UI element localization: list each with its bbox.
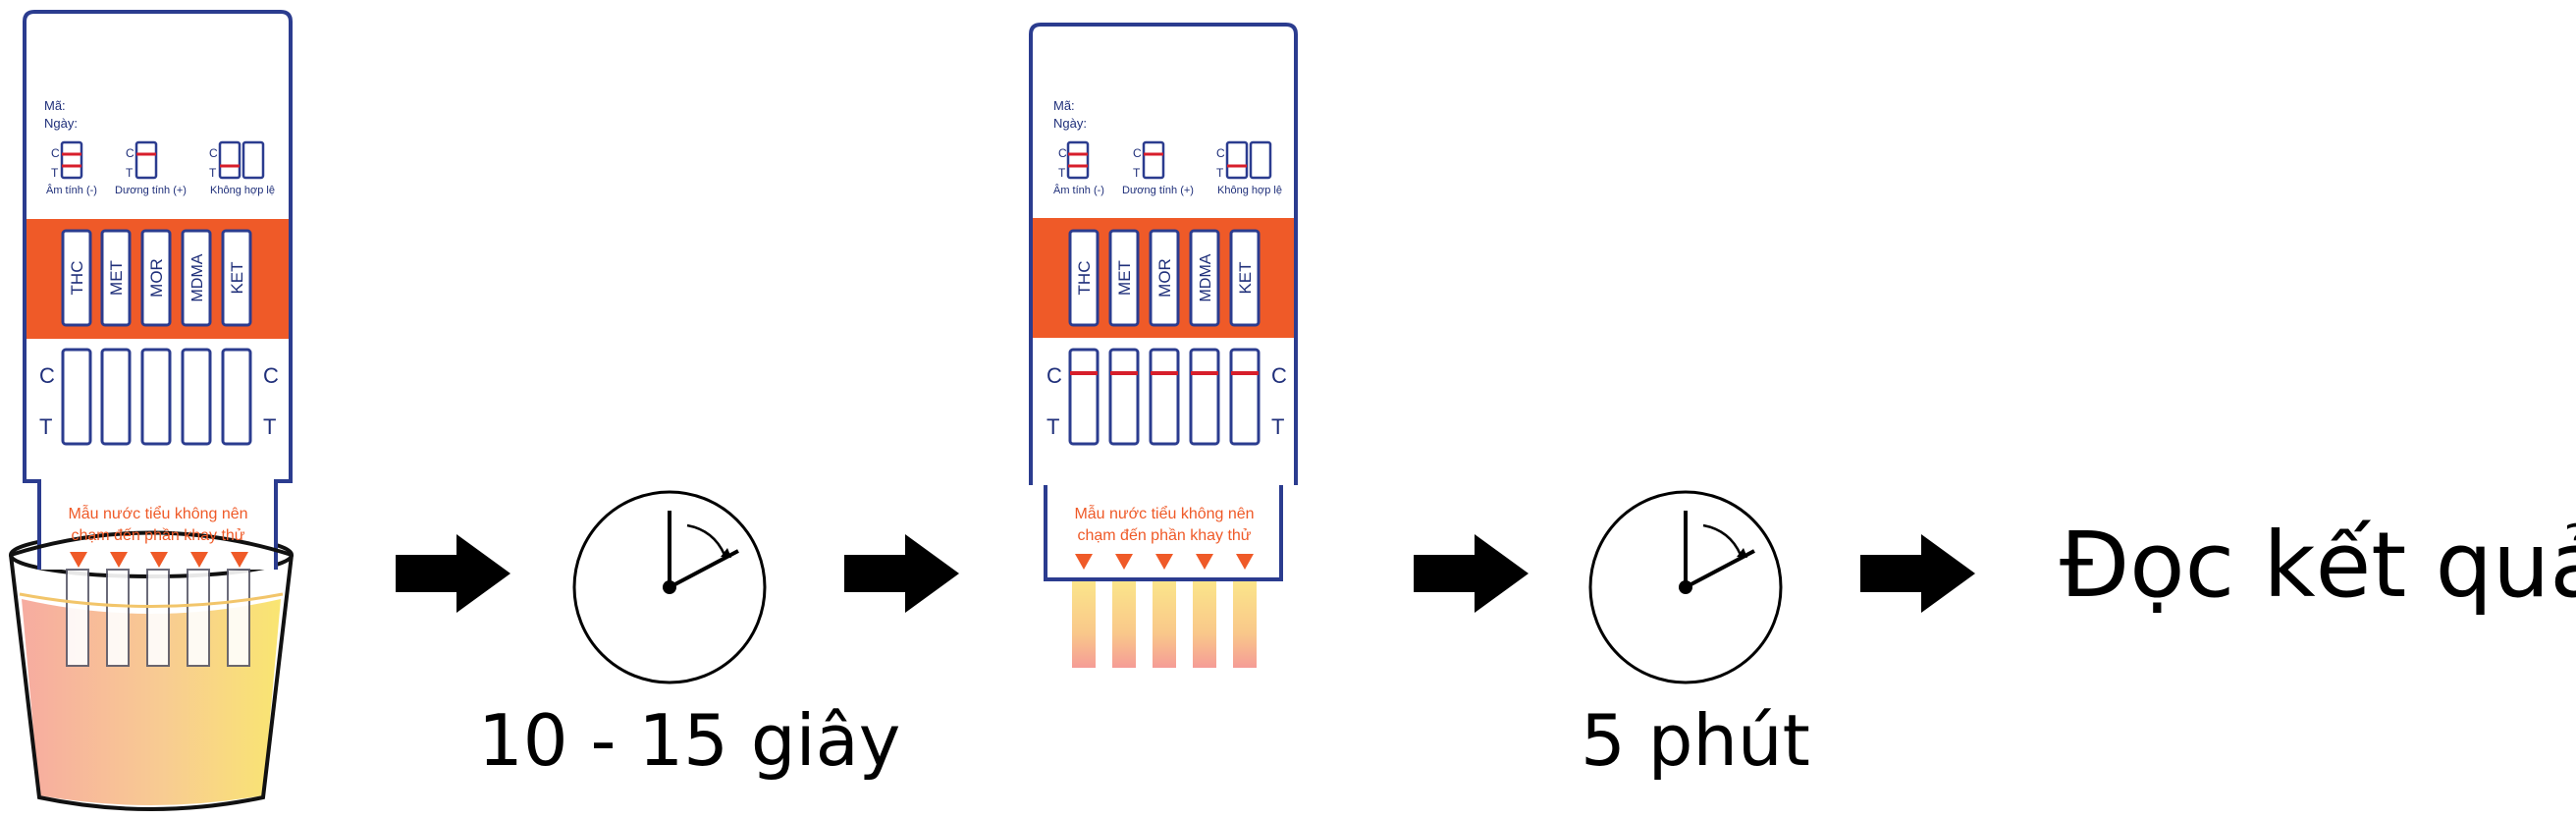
svg-text:C: C bbox=[51, 146, 60, 160]
svg-text:THC: THC bbox=[1075, 261, 1094, 296]
legend-invalid: Không hợp lệ bbox=[210, 185, 275, 196]
side-c-left: C bbox=[39, 363, 55, 388]
svg-text:T: T bbox=[1046, 414, 1059, 439]
read-result-label: Đọc kết quả bbox=[2060, 513, 2576, 618]
side-c-right: C bbox=[263, 363, 279, 388]
svg-text:T: T bbox=[51, 166, 59, 180]
result-window-1 bbox=[61, 348, 92, 446]
drug-tab-thc bbox=[61, 229, 92, 327]
step2-time-label: 5 phút bbox=[1581, 699, 1810, 782]
svg-text:T: T bbox=[1133, 166, 1141, 180]
clock-icon bbox=[1588, 490, 1783, 684]
code-label: Mã: bbox=[44, 98, 66, 113]
result-window-2 bbox=[100, 348, 132, 446]
date-label: Ngày: bbox=[44, 116, 78, 131]
result-window-5 bbox=[221, 348, 252, 446]
legend-negative: Âm tính (-) bbox=[46, 184, 97, 196]
drug-label-met: MET bbox=[107, 260, 126, 296]
svg-text:T: T bbox=[209, 166, 217, 180]
right-arrow-icon bbox=[396, 534, 510, 613]
svg-text:T: T bbox=[1216, 166, 1224, 180]
svg-text:chạm đến phần khay thử: chạm đến phần khay thử bbox=[1077, 527, 1251, 544]
drug-label-mdma: MDMA bbox=[189, 253, 206, 301]
right-arrow-icon bbox=[844, 534, 959, 613]
card1-text: Mã: Ngày: C T C T C T Âm tính (-) Dương … bbox=[39, 98, 279, 439]
drug-tab-mdma-2 bbox=[1189, 229, 1220, 327]
svg-text:Âm tính (-): Âm tính (-) bbox=[1053, 184, 1104, 196]
drug-tab-met bbox=[100, 229, 132, 327]
result-window-3 bbox=[140, 348, 172, 446]
legend-positive: Dương tính (+) bbox=[115, 185, 187, 196]
right-arrow-icon bbox=[1860, 534, 1975, 613]
svg-text:MOR: MOR bbox=[1155, 258, 1174, 298]
drug-label-ket: KET bbox=[228, 261, 246, 294]
svg-text:T: T bbox=[1271, 414, 1284, 439]
instruction-line-2: chạm đến phần khay thử bbox=[71, 527, 244, 544]
drug-tab-ket-2 bbox=[1229, 229, 1261, 327]
svg-text:MDMA: MDMA bbox=[1198, 253, 1214, 301]
drug-label-thc: THC bbox=[68, 261, 86, 296]
step1-time-label: 10 - 15 giây bbox=[478, 699, 901, 782]
drug-tab-thc-2 bbox=[1068, 229, 1100, 327]
drug-tab-mor-2 bbox=[1149, 229, 1180, 327]
svg-text:C: C bbox=[1046, 363, 1062, 388]
svg-text:KET: KET bbox=[1236, 261, 1255, 294]
right-arrow-icon bbox=[1414, 534, 1529, 613]
svg-text:C: C bbox=[1133, 146, 1142, 160]
svg-text:Dương tính (+): Dương tính (+) bbox=[1122, 185, 1194, 196]
svg-text:Mã:: Mã: bbox=[1053, 98, 1075, 113]
svg-text:C: C bbox=[1271, 363, 1287, 388]
test-card-dipping bbox=[9, 10, 294, 811]
svg-text:T: T bbox=[1058, 166, 1066, 180]
svg-text:C: C bbox=[1216, 146, 1225, 160]
cup-outline bbox=[9, 554, 294, 811]
drug-label-mor: MOR bbox=[147, 258, 166, 298]
result-window-4 bbox=[181, 348, 212, 446]
svg-text:Ngày:: Ngày: bbox=[1053, 116, 1087, 131]
card2-text: Mã: Ngày: C T C T C T Âm tính (-) Dương … bbox=[1046, 98, 1287, 439]
svg-text:C: C bbox=[126, 146, 134, 160]
svg-text:Mẫu nước tiểu không nên: Mẫu nước tiểu không nên bbox=[1074, 504, 1254, 522]
side-t-right: T bbox=[263, 414, 276, 439]
wet-sample-wicks bbox=[1072, 581, 1257, 668]
svg-text:T: T bbox=[126, 166, 134, 180]
side-t-left: T bbox=[39, 414, 52, 439]
drug-tab-ket bbox=[221, 229, 252, 327]
drug-tab-mor bbox=[140, 229, 172, 327]
svg-text:Không hợp lệ: Không hợp lệ bbox=[1217, 185, 1282, 196]
test-card-developing bbox=[1029, 23, 1298, 668]
svg-text:MET: MET bbox=[1115, 260, 1134, 296]
svg-text:C: C bbox=[1058, 146, 1067, 160]
drug-tab-met-2 bbox=[1108, 229, 1140, 327]
svg-text:C: C bbox=[209, 146, 218, 160]
instruction-line-1: Mẫu nước tiểu không nên bbox=[68, 504, 247, 522]
drug-tab-mdma bbox=[181, 229, 212, 327]
clock-icon bbox=[572, 490, 767, 684]
